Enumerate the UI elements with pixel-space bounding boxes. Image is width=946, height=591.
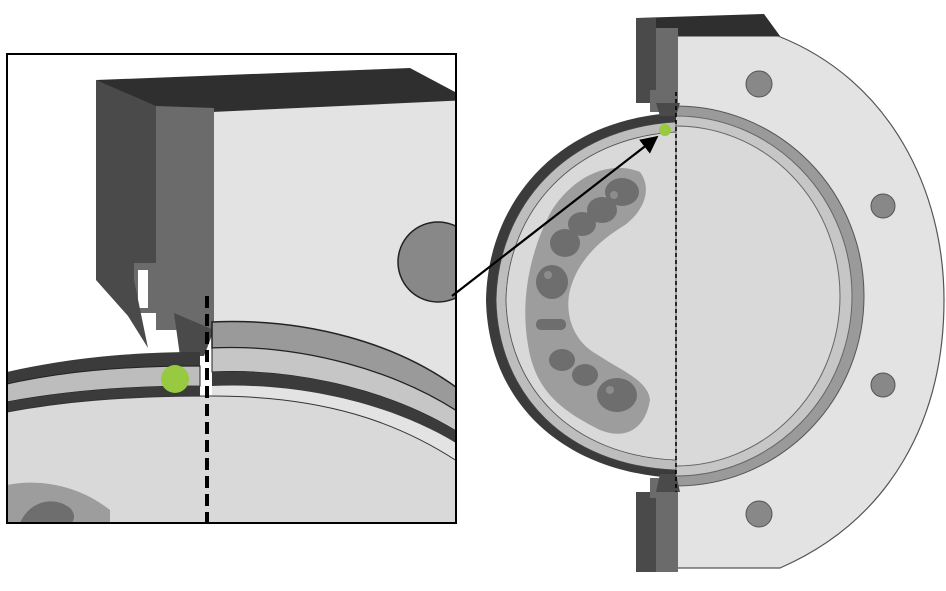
callout-arrow-icon — [451, 135, 659, 297]
dental-arch — [536, 178, 639, 412]
top-clamp — [636, 14, 780, 116]
tooth — [587, 197, 617, 223]
tooth — [536, 319, 566, 330]
green-dot-icon — [161, 365, 189, 393]
bolt-hole — [870, 193, 896, 219]
tooth — [572, 364, 598, 386]
holder-assembly — [486, 14, 945, 572]
green-dot-icon — [659, 124, 671, 136]
bolt-hole — [745, 70, 773, 98]
bottom-clamp — [636, 474, 680, 572]
bolt-hole — [745, 500, 773, 528]
zoom-inset — [6, 53, 457, 524]
clamp-top-face — [96, 68, 456, 112]
bolt-hole — [397, 221, 456, 303]
tooth — [605, 178, 639, 206]
tooth — [597, 378, 637, 412]
tooth — [536, 265, 568, 299]
tooth — [550, 229, 580, 257]
bolt-hole — [870, 372, 896, 398]
tooth — [568, 212, 596, 236]
inset-frame — [6, 53, 457, 524]
tooth — [549, 349, 575, 371]
seat-ring — [676, 105, 865, 487]
